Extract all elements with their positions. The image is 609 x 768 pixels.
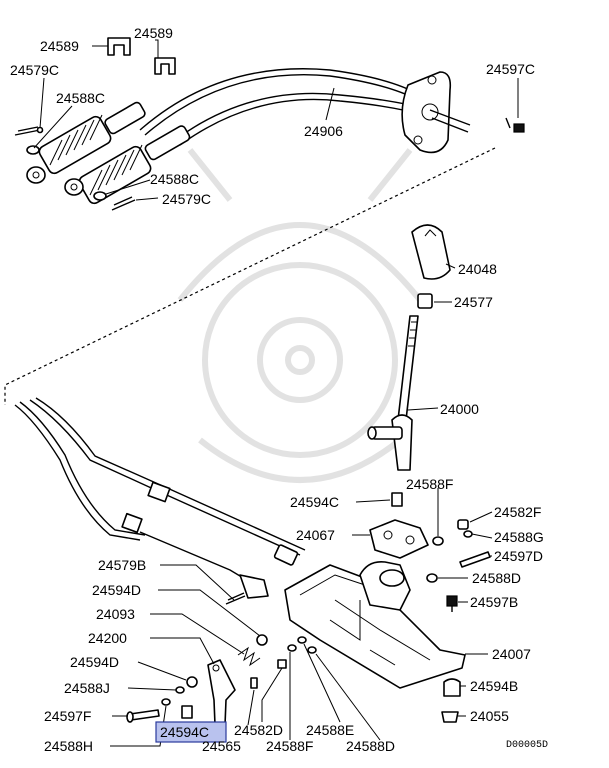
clip-24589-a[interactable] [107,37,131,56]
selected-part-highlight [155,721,227,743]
nut-24582D[interactable] [277,659,287,669]
grommet-24055[interactable] [441,711,459,723]
label-24588J[interactable]: 24588J [64,680,110,696]
bushing-24594C-selected[interactable] [181,705,193,719]
clip-24589-b[interactable] [154,57,176,75]
upper-cable-assembly[interactable] [26,68,471,206]
label-24582D[interactable]: 24582D [234,722,283,738]
label-24588H[interactable]: 24588H [44,738,93,754]
label-24055[interactable]: 24055 [470,708,509,724]
pivot-bracket-24067[interactable] [369,519,429,559]
label-24565[interactable]: 24565 [202,738,241,754]
label-24597D[interactable]: 24597D [494,548,543,564]
washer-24588D-bot[interactable] [307,646,317,654]
label-24594C-mid[interactable]: 24594C [290,494,339,510]
washer-24588F-mid[interactable] [432,536,444,546]
label-24200[interactable]: 24200 [88,630,127,646]
label-24588D-mid[interactable]: 24588D [472,570,521,586]
label-24579C-top[interactable]: 24579C [10,62,59,78]
lower-cable-assembly[interactable] [14,397,306,599]
shift-knob-24048[interactable] [411,224,451,280]
pin-24579C-top[interactable] [14,126,44,136]
cable-mount-plate [401,71,471,154]
label-24067[interactable]: 24067 [296,527,335,543]
pin-24579C-mid[interactable] [111,196,136,211]
bushing-24594C-mid[interactable] [391,492,403,507]
shift-lever-24000[interactable] [367,315,419,471]
washer-24588C-top[interactable] [26,145,40,155]
washer-24588J[interactable] [175,686,185,694]
pin-24565[interactable] [250,677,258,689]
label-24588F-mid[interactable]: 24588F [406,476,453,492]
spring-24093[interactable] [237,646,261,667]
washer-24588D-mid[interactable] [426,573,438,583]
label-24579C-mid[interactable]: 24579C [162,191,211,207]
bolt-24597D[interactable] [459,551,491,568]
label-24048[interactable]: 24048 [458,261,497,277]
washer-24588C-mid[interactable] [93,191,107,201]
label-24597C[interactable]: 24597C [486,61,535,77]
label-24093[interactable]: 24093 [96,606,135,622]
part-labels: 24589 24589 24579C 24588C 24906 24597C 2… [10,25,548,754]
label-24588D-bot[interactable]: 24588D [346,738,395,754]
label-24589-b[interactable]: 24589 [134,25,173,41]
watermark-emblem [177,148,423,483]
label-24007[interactable]: 24007 [492,646,531,662]
washer-24588F-bot[interactable] [287,644,297,652]
label-24582F[interactable]: 24582F [494,504,541,520]
label-24588E[interactable]: 24588E [306,722,354,738]
lever-24200[interactable] [207,659,236,726]
label-24594B[interactable]: 24594B [470,678,518,694]
washer-24588H[interactable] [161,698,171,706]
bushing-24594B[interactable] [443,678,461,697]
label-24594D-top[interactable]: 24594D [92,582,141,598]
bellows-boot-lower [78,125,191,205]
bushing-24594D-bot[interactable] [186,676,198,688]
pin-24579B[interactable] [225,592,246,605]
diagram-code: D00005D [506,740,548,751]
label-24597F[interactable]: 24597F [44,708,91,724]
bellows-boot-upper [38,101,146,175]
leader-lines [33,39,519,747]
group-boundary [4,147,496,405]
label-24594D-bot[interactable]: 24594D [70,654,119,670]
bolt-24597F[interactable] [126,709,160,723]
bolt-24597C[interactable] [505,117,525,133]
bushing-24594D-top[interactable] [256,634,268,646]
label-24589-a[interactable]: 24589 [40,38,79,54]
label-24588C-mid[interactable]: 24588C [150,171,199,187]
label-24906[interactable]: 24906 [304,123,343,139]
washer-24588G[interactable] [463,530,473,538]
label-24594C-selected[interactable]: 24594C [160,724,209,740]
label-24000[interactable]: 24000 [440,401,479,417]
label-24597B[interactable]: 24597B [470,594,518,610]
nut-24582F[interactable] [457,519,469,530]
label-24588F-bot[interactable]: 24588F [266,738,313,754]
shifter-housing-24007[interactable] [284,560,466,689]
label-24577[interactable]: 24577 [454,294,493,310]
label-24579B[interactable]: 24579B [98,557,146,573]
washer-24588E[interactable] [297,636,307,644]
label-24588C-top[interactable]: 24588C [56,90,105,106]
label-24588G[interactable]: 24588G [494,529,544,545]
nut-24577[interactable] [417,293,433,309]
bolt-24597B[interactable] [446,595,458,612]
